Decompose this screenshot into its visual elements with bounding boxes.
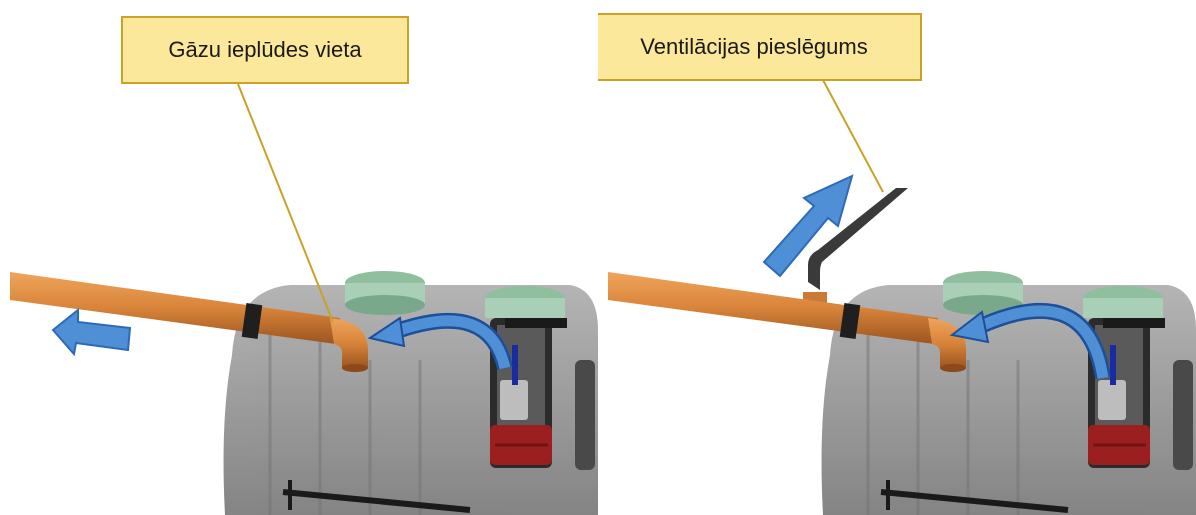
flow-arrow-curved — [367, 312, 513, 371]
tank-lid-left — [345, 271, 425, 315]
gas-inlet-callout: Gāzu ieplūdes vieta — [121, 16, 409, 84]
right-panel: Ventilācijas pieslēgums — [598, 0, 1196, 515]
flow-arrow-up — [762, 174, 854, 278]
callout-leader-line — [237, 83, 334, 323]
callout-leader-line — [822, 79, 884, 193]
vent-connection-callout: Ventilācijas pieslēgums — [598, 13, 922, 81]
tank-lid-right — [1083, 286, 1163, 318]
support-bar — [282, 480, 471, 513]
support-bar — [880, 480, 1069, 513]
left-illustration — [10, 83, 598, 515]
flow-arrow-curved — [949, 302, 1111, 380]
tank-lid-right — [485, 286, 565, 318]
right-illustration — [608, 79, 1196, 515]
left-panel: Gāzu ieplūdes vieta — [10, 16, 598, 515]
filter-unit — [490, 318, 567, 468]
flow-arrow-left — [51, 307, 132, 357]
gas-pipe — [10, 272, 368, 372]
